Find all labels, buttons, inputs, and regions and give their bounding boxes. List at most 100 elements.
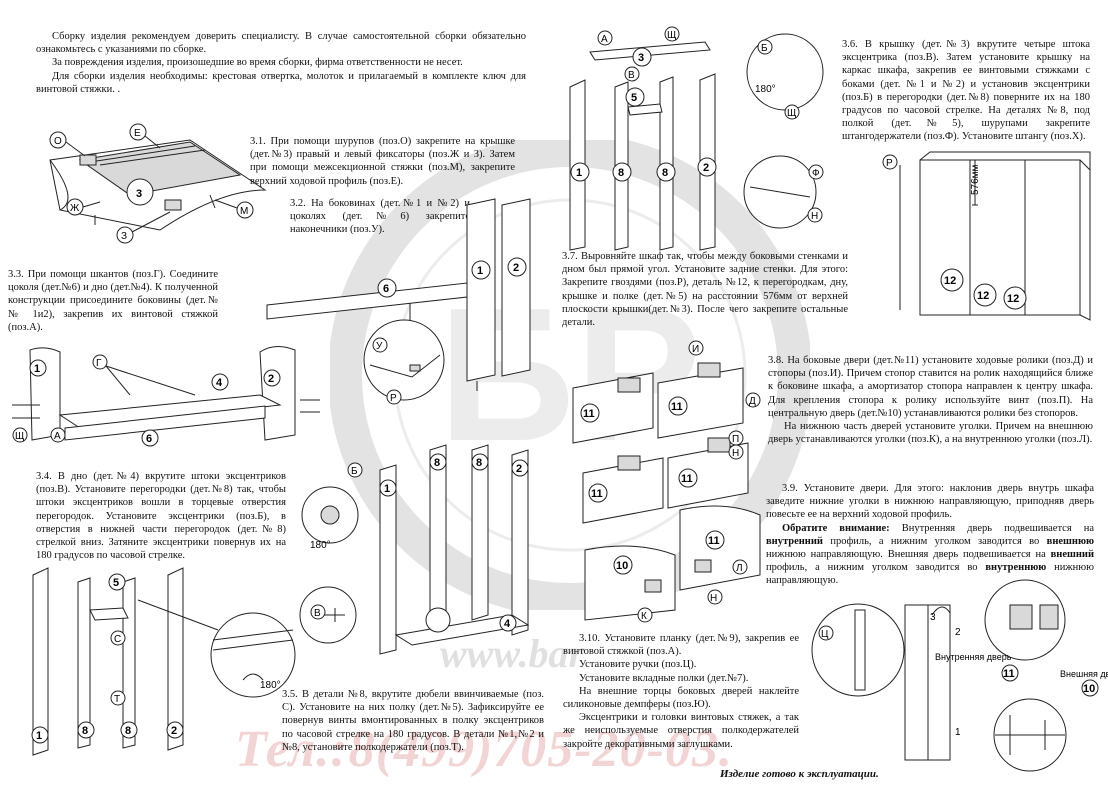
part-number-1b: 1 [34,363,40,375]
step-3-7-text: 3.7. Выровняйте шкаф так, чтобы между бо… [562,251,848,329]
label-r-b: Р [886,158,893,169]
label-inner-door: Внутренняя дверь [935,652,1012,662]
part-number-11: 11 [583,408,595,420]
label-180-c: 180° [755,84,776,95]
intro-text: Сборку изделия рекомендуем доверить спец… [36,30,526,96]
part-number-2d: 2 [516,463,522,475]
intro-paragraph-3: Для сборки изделия необходимы: крестовая… [36,70,526,95]
part-number-2e: 2 [703,162,709,174]
figure-3-9: Ц 3 2 1 Внутренняя дверь 11 Внешняя двер… [810,579,1108,772]
label-arrow-2: 2 [955,627,961,638]
part-number-11d: 11 [681,473,693,485]
label-g: Г [96,358,102,369]
figure-3-5: 1 8 8 2 4 180° Б В [299,440,550,660]
label-sh-c: Щ [787,108,796,119]
label-n: Н [811,211,818,222]
label-sh-b: Щ [667,30,676,41]
step-3-10-text: 3.10. Установите планку (дет.№9), закреп… [563,632,799,751]
note-part-6: внешний [1050,549,1094,561]
label-180-b: 180° [310,540,331,551]
part-number-3b: 3 [638,52,644,64]
label-v-b: В [628,70,635,81]
part-number-8d: 8 [476,457,482,469]
label-l: Л [736,563,743,574]
step-3-8-paragraph-1: 3.8. На боковые двери (дет.№11) установи… [768,355,1093,419]
label-v: В [314,608,321,619]
step-3-8-paragraph-2: На нижнюю часть дверей установите уголки… [768,421,1093,446]
step-3-9-text: 3.9. Установите двери. Для этого: наклон… [766,482,1094,588]
figure-3-2: 1 2 6 У Р [262,195,552,410]
note-part-1: Внутренняя дверь подвешивается на [889,522,1094,534]
label-n-b: Н [732,448,739,459]
label-i: И [692,344,699,355]
label-u: У [376,341,383,352]
label-b-b: Б [761,43,768,54]
note-part-2: внутренний [766,535,823,547]
label-zh: Ж [70,203,80,214]
part-number-2c: 2 [171,725,177,737]
step-3-4-text: 3.4. В дно (дет.№4) вкрутите штоки эксце… [36,471,286,562]
label-a-b: А [601,34,608,45]
label-outer-door: Внешняя дверь [1060,669,1108,679]
note-part-9: нижнюю направляющую. [766,562,1094,587]
note-label: Обратите внимание: [782,522,890,534]
step-3-1-text: 3.1. При помощи шурупов (поз.О) закрепит… [250,136,515,187]
part-number-4b: 4 [504,618,511,630]
label-m: М [240,206,248,217]
label-n-c: Н [710,593,717,604]
part-number-2b: 2 [268,373,274,385]
step-3-5-text: 3.5. В детали №8, вкрутите дюбели ввинчи… [282,689,544,753]
part-number-4: 4 [216,377,223,389]
part-number-5: 5 [113,577,119,589]
figure-3-1: 3 О Е Ж З М [40,120,270,250]
part-number-6: 6 [383,283,389,295]
label-t: Т [114,694,120,705]
label-e: Е [134,128,141,139]
footer-ready: Изделие готово к эксплуатации. [720,768,879,780]
part-number-3: 3 [136,188,142,200]
part-number-1: 1 [477,265,483,277]
part-number-8f: 8 [662,167,668,179]
label-d: Д [749,396,756,407]
label-arrow-1: 1 [955,727,961,738]
note-part-4: внешнюю [1046,535,1094,547]
note-part-5: нижнюю направляющую. Внешняя дверь подве… [766,549,1051,561]
part-number-12c: 12 [1007,293,1019,305]
part-number-11f: 11 [1003,668,1015,680]
part-number-1c: 1 [36,730,42,742]
part-number-11c: 11 [591,488,603,500]
part-number-12b: 12 [977,290,989,302]
label-sh: Щ [15,431,24,442]
part-number-11b: 11 [671,401,683,413]
step-3-3-text: 3.3. При помощи шкантов (поз.Г). Соедини… [8,269,218,333]
figure-3-3: 1 2 4 6 Г А Щ [10,340,330,450]
part-number-5b: 5 [631,92,637,104]
label-p: П [732,434,739,445]
step-3-10-paragraph-4: На внешние торцы боковых дверей наклейте… [563,685,799,711]
label-f: Ф [812,168,820,179]
figure-3-8-corners: 10 11 К Н Л [575,500,775,630]
note-part-7: профиль, а нижним уголком заводится во [766,562,986,574]
label-a: А [54,431,61,442]
label-o: О [54,136,62,147]
step-3-10-paragraph-5: Эксцентрики и головки винтовых стяжек, а… [563,712,799,750]
figure-3-8: 11 11 11 11 И Д П Н [568,338,793,528]
label-s: С [114,634,121,645]
note-part-8: внутреннюю [985,562,1047,574]
part-number-8: 8 [82,725,88,737]
label-576mm: 576мм [970,164,981,195]
part-number-8c: 8 [434,457,440,469]
figure-3-7: 576мм 12 12 12 Р [880,150,1095,325]
step-3-8-text: 3.8. На боковые двери (дет.№11) установи… [768,354,1093,446]
figure-3-4: 1 8 8 2 5 С Т 180° [28,560,298,760]
label-ts: Ц [821,629,829,640]
part-number-8e: 8 [618,167,624,179]
label-b: Б [351,466,358,477]
label-r: Р [390,393,397,404]
step-3-10-paragraph-3: Установите вкладные полки (дет.№7). [579,672,749,684]
part-number-1e: 1 [576,167,582,179]
part-number-11e: 11 [708,535,720,547]
label-z: З [121,231,127,242]
figure-3-6: 1 8 8 2 3 5 А Щ В Б Щ 180° Ф Н [560,22,840,252]
intro-paragraph-1: Сборку изделия рекомендуем доверить спец… [36,31,526,56]
